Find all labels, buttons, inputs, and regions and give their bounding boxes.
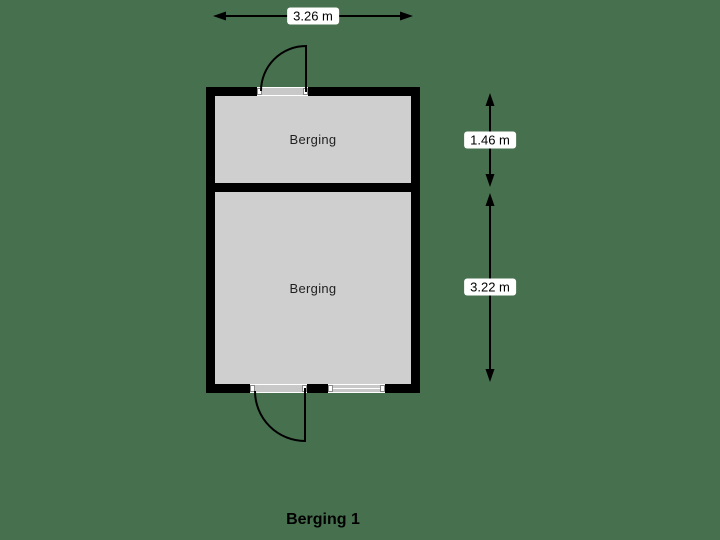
room-label-bottom: Berging — [289, 280, 337, 296]
door-jamb-icon — [257, 88, 262, 95]
door-swing-top-icon — [260, 44, 307, 92]
building-outline: Berging Berging — [206, 87, 420, 393]
room-berging-top: Berging — [215, 96, 411, 183]
dimension-label-bottom-room: 3.22 m — [464, 278, 516, 296]
room-label-top: Berging — [289, 132, 337, 147]
door-swing-bottom-icon — [254, 388, 306, 443]
window-bottom — [328, 384, 385, 393]
dimension-label-width: 3.26 m — [287, 7, 339, 25]
door-opening-bottom — [250, 384, 307, 393]
door-opening-top — [257, 87, 308, 96]
room-berging-bottom: Berging — [215, 192, 411, 384]
window-glazing-icon — [333, 388, 380, 389]
door-jamb-icon — [302, 385, 307, 392]
door-jamb-icon — [250, 385, 255, 392]
door-jamb-icon — [303, 88, 308, 95]
dimension-label-top-room: 1.46 m — [464, 131, 516, 149]
window-frame-icon — [380, 385, 385, 392]
plan-title: Berging 1 — [286, 511, 360, 528]
window-frame-icon — [328, 385, 333, 392]
